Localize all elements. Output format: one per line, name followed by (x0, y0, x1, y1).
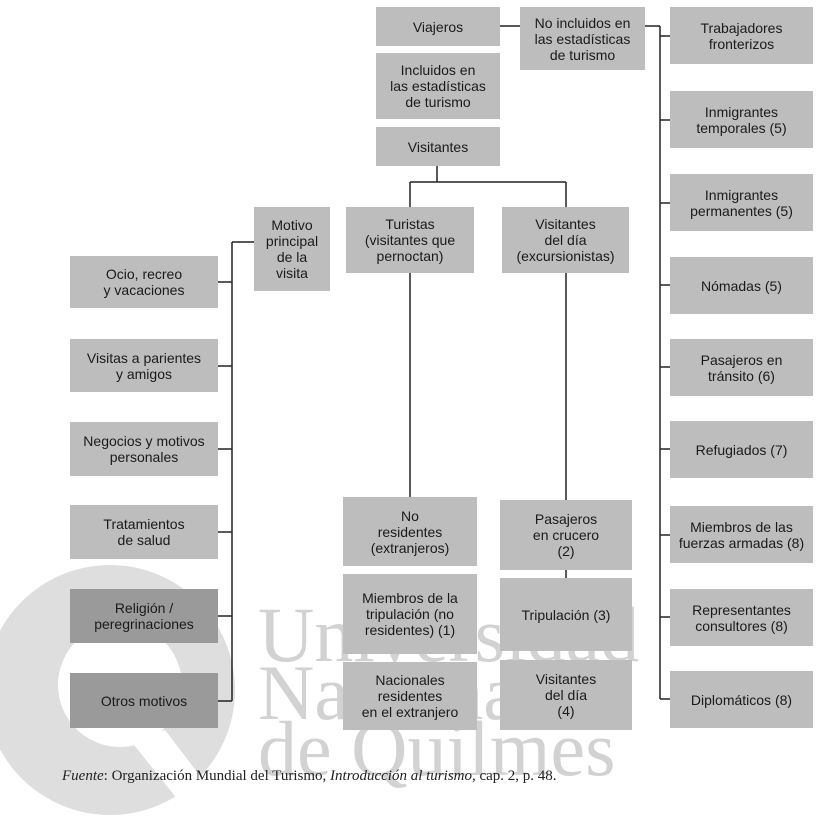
source-label: Fuente (62, 768, 104, 784)
excluded-inmigrantes-temporales: Inmigrantes temporales (5) (670, 91, 813, 148)
box-no-incluidos: No incluidos en las estadísticas de turi… (520, 7, 645, 70)
box-pasajeros-crucero: Pasajeros en crucero (2) (500, 500, 632, 570)
source-text-1: : Organización Mundial del Turismo, (103, 768, 331, 784)
box-incluidos: Incluidos en las estadísticas de turismo (376, 53, 500, 119)
motive-ocio: Ocio, recreo y vacaciones (70, 256, 218, 308)
excluded-pasajeros-transito: Pasajeros en tránsito (6) (670, 339, 813, 396)
box-motivo-principal: Motivo principal de la visita (254, 207, 330, 291)
source-book-title: Introducción al turismo (330, 768, 472, 784)
excluded-diplomaticos: Diplomáticos (8) (670, 671, 813, 728)
box-visitantes-del-dia: Visitantes del día (excursionistas) (502, 207, 629, 273)
motive-otros: Otros motivos (70, 673, 218, 728)
excluded-refugiados: Refugiados (7) (670, 421, 813, 478)
excluded-inmigrantes-permanentes: Inmigrantes permanentes (5) (670, 174, 813, 231)
box-visitantes-del-dia-4: Visitantes del día (4) (500, 660, 632, 730)
box-no-residentes: No residentes (extranjeros) (343, 497, 477, 566)
box-miembros-tripulacion: Miembros de la tripulación (no residente… (343, 574, 477, 654)
box-tripulacion: Tripulación (3) (500, 578, 632, 651)
motive-religion: Religión / peregrinaciones (70, 589, 218, 643)
motive-salud: Tratamientos de salud (70, 505, 218, 559)
excluded-representantes: Representantes consultores (8) (670, 589, 813, 646)
box-viajeros: Viajeros (376, 7, 500, 46)
box-turistas: Turistas (visitantes que pernoctan) (346, 207, 474, 273)
source-text-2: , cap. 2, p. 48. (471, 768, 557, 784)
excluded-fuerzas-armadas: Miembros de las fuerzas armadas (8) (670, 506, 813, 563)
motive-visitas: Visitas a parientes y amigos (70, 339, 218, 392)
box-visitantes: Visitantes (376, 127, 500, 166)
motive-negocios: Negocios y motivos personales (70, 422, 218, 476)
source-caption: Fuente: Organización Mundial del Turismo… (62, 768, 557, 785)
excluded-trabajadores: Trabajadores fronterizos (670, 7, 813, 64)
box-nacionales-residentes: Nacionales residentes en el extranjero (343, 662, 477, 730)
excluded-nomadas: Nómadas (5) (670, 257, 813, 314)
